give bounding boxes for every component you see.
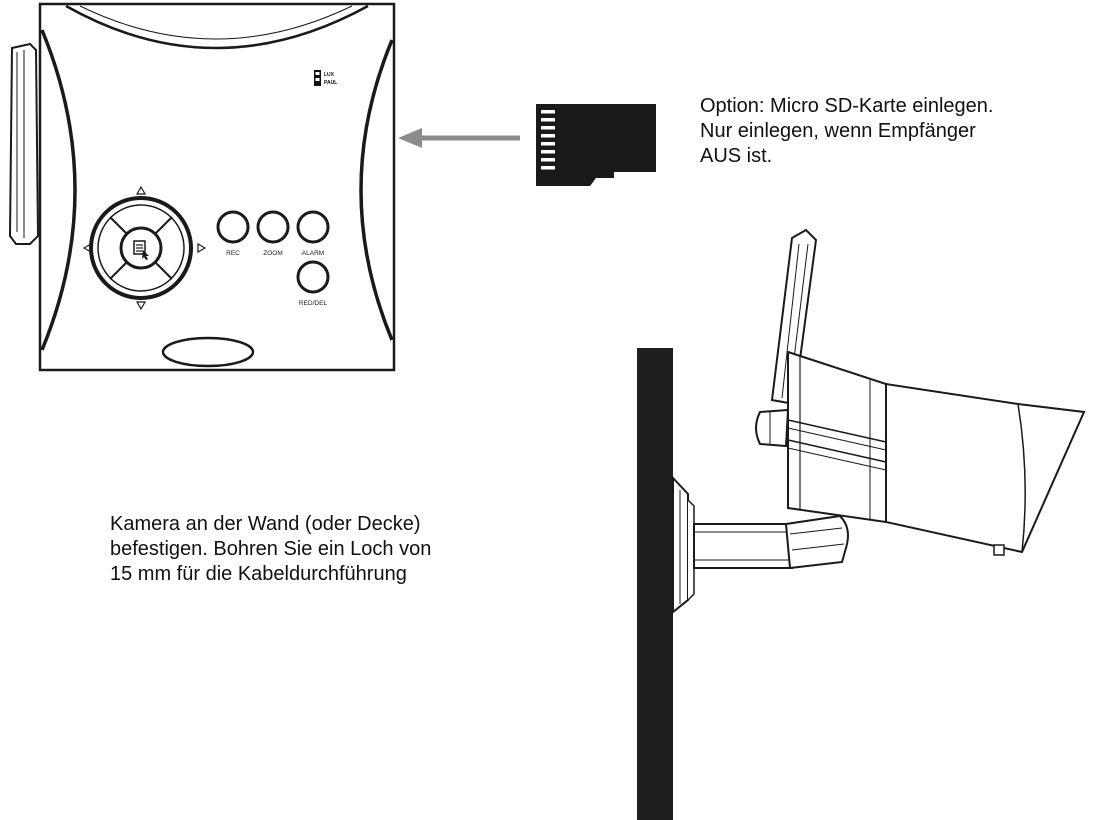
- security-camera: [672, 228, 1086, 615]
- brand-logo: LUX PAUL: [314, 70, 337, 86]
- camera-side-knob: [755, 408, 790, 448]
- up-arrow-icon: [135, 185, 147, 195]
- receiver-bottom-oval: [161, 336, 255, 368]
- alarm-button[interactable]: [296, 210, 330, 244]
- brand-logo-line-1: LUX: [324, 72, 335, 78]
- reddel-button-label: RED/DEL: [299, 300, 328, 307]
- wall: [637, 348, 673, 820]
- sd-card-caption-line: Nur einlegen, wenn Empfänger: [700, 120, 976, 142]
- receiver-device: LUX PAUL: [8, 2, 396, 372]
- camera-housing-front: [885, 382, 1086, 556]
- mounting-caption-line: befestigen. Bohren Sie ein Loch von: [110, 538, 432, 560]
- dpad-control[interactable]: [89, 196, 193, 300]
- insert-arrow-icon: [398, 128, 520, 148]
- mounting-caption: Kamera an der Wand (oder Decke) befestig…: [110, 512, 431, 587]
- sd-card-caption: Option: Micro SD-Karte einlegen. Nur ein…: [700, 94, 993, 169]
- brand-logo-line-2: PAUL: [324, 80, 337, 86]
- receiver-top-dome: [65, 4, 369, 50]
- alarm-button-label: ALARM: [302, 250, 324, 257]
- right-arrow-icon: [197, 242, 207, 254]
- rec-button-label: REC: [226, 250, 240, 257]
- mounting-caption-line: Kamera an der Wand (oder Decke): [110, 513, 421, 535]
- camera-housing-rear: [787, 350, 887, 524]
- camera-joint: [784, 514, 849, 570]
- zoom-button[interactable]: [256, 210, 290, 244]
- receiver-body: [38, 2, 396, 372]
- camera-wall-plate: [672, 475, 695, 615]
- dpad-direction-markers: [82, 185, 207, 311]
- reddel-button[interactable]: [296, 260, 330, 294]
- receiver-left-contour: [40, 29, 77, 351]
- mounting-caption-line: 15 mm für die Kabeldurchführung: [110, 563, 407, 585]
- left-arrow-icon: [82, 242, 92, 254]
- down-arrow-icon: [135, 301, 147, 311]
- sd-card-caption-line: AUS ist.: [700, 145, 773, 167]
- camera-mount-arm: [693, 523, 793, 569]
- receiver-right-contour: [359, 39, 394, 341]
- rec-button[interactable]: [216, 210, 250, 244]
- receiver-antenna: [8, 42, 40, 245]
- micro-sd-card: [536, 104, 656, 186]
- menu-icon: [133, 240, 149, 260]
- zoom-button-label: ZOOM: [263, 250, 283, 257]
- sd-card-caption-line: Option: Micro SD-Karte einlegen.: [700, 95, 994, 117]
